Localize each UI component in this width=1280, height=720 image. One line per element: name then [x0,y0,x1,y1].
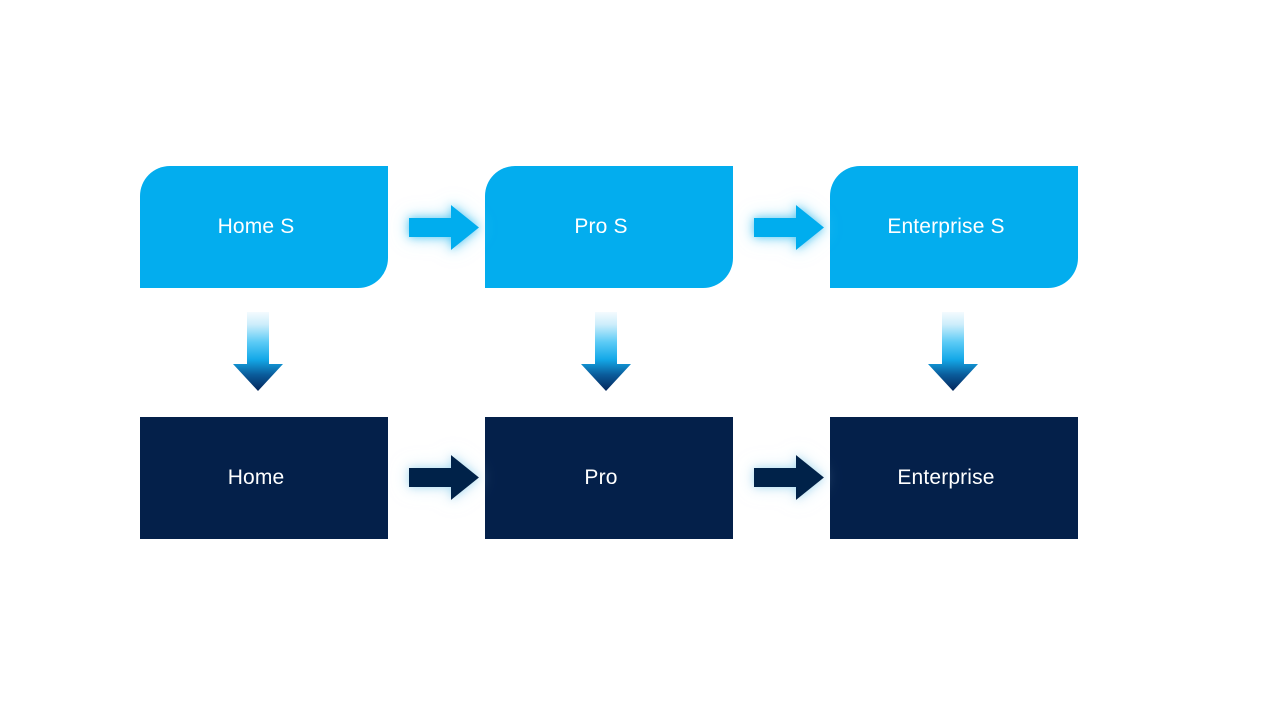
node-enterprise[interactable]: Enterprise [830,417,1078,539]
node-enterprise-s-label: Enterprise S [887,215,1005,239]
connector-pro-s-to-pro [578,310,634,394]
arrow-right-icon [754,205,824,250]
node-home-s[interactable]: Home S [140,166,388,288]
node-pro-s[interactable]: Pro S [485,166,733,288]
node-pro-label: Pro [584,466,618,490]
arrow-down-icon [928,312,978,391]
arrow-down-icon [581,312,631,391]
node-enterprise-label: Enterprise [897,466,995,490]
arrow-right-icon [409,205,479,250]
node-enterprise-s[interactable]: Enterprise S [830,166,1078,288]
connector-home-to-pro [405,450,485,505]
node-pro-s-label: Pro S [574,215,628,239]
node-home-s-label: Home S [217,215,295,239]
connector-home-s-to-pro-s [405,200,485,255]
arrow-down-icon [233,312,283,391]
connector-pro-to-enterprise [750,450,830,505]
arrow-right-icon [409,455,479,500]
node-home-label: Home [227,466,285,490]
node-home[interactable]: Home [140,417,388,539]
connector-enterprise-s-to-enterprise [925,310,981,394]
connector-pro-s-to-enterprise-s [750,200,830,255]
node-pro[interactable]: Pro [485,417,733,539]
connector-home-s-to-home [230,310,286,394]
arrow-right-icon [754,455,824,500]
